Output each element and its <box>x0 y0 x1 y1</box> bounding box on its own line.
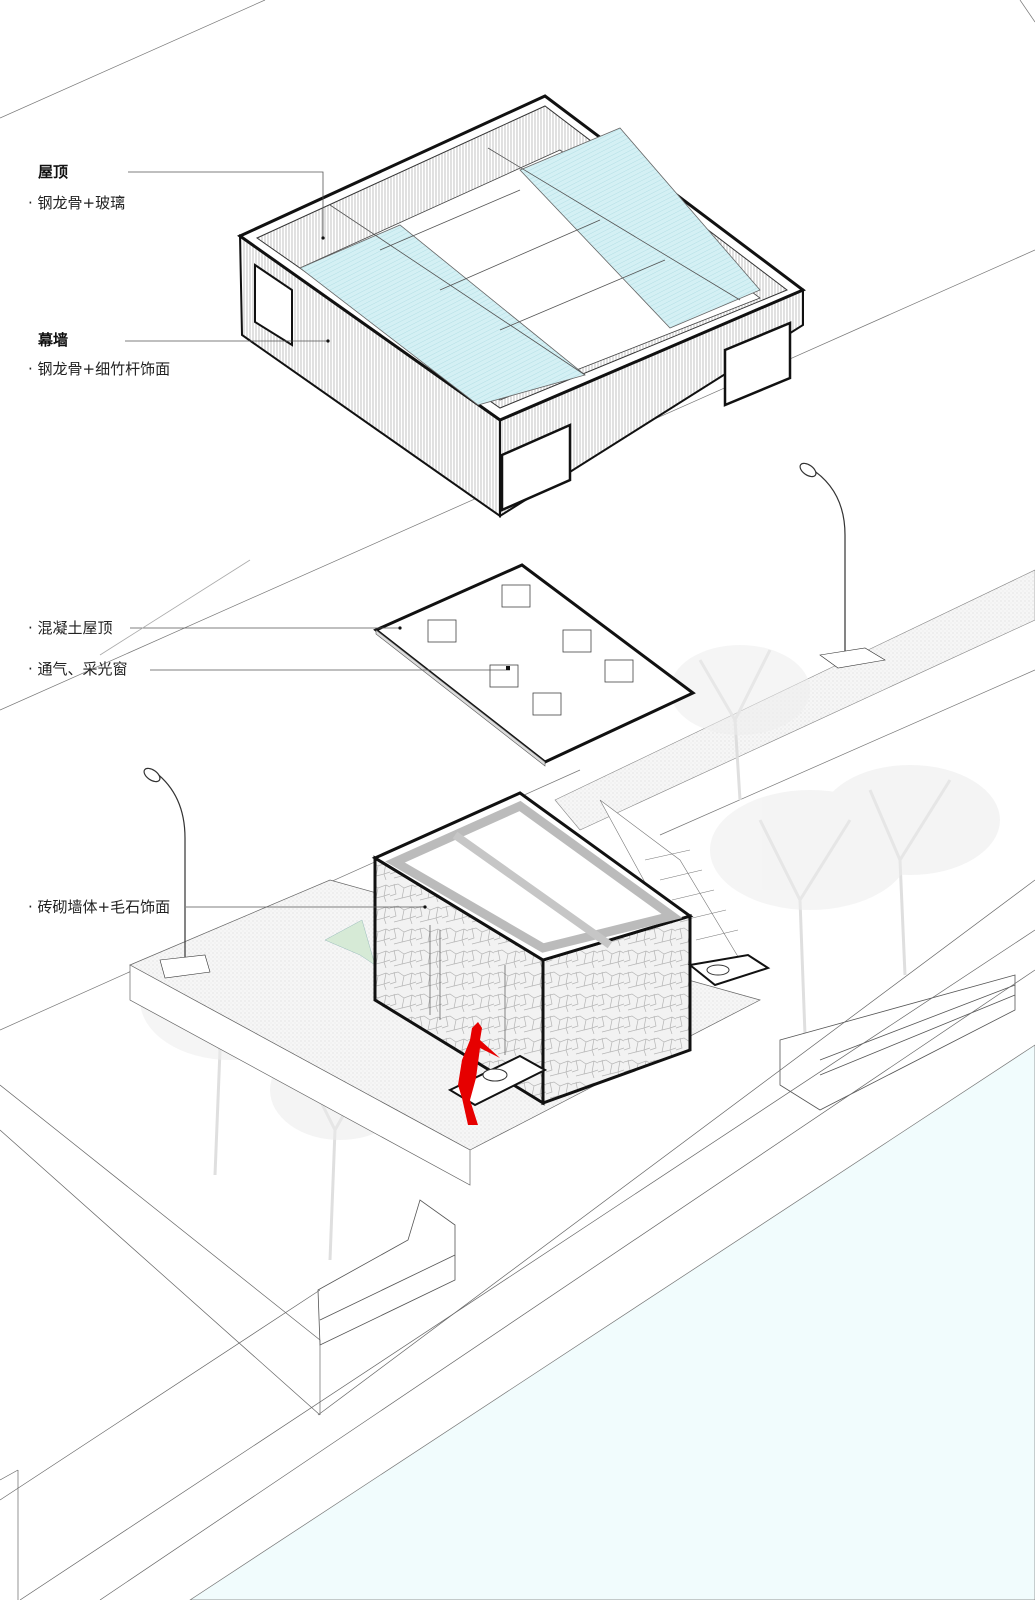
water-body <box>189 1044 1035 1600</box>
glass-panel <box>519 127 761 329</box>
person-figure-icon <box>458 1022 500 1125</box>
label-roof-desc: · 钢龙骨+玻璃 <box>28 194 126 212</box>
railing <box>317 1199 456 1346</box>
railing <box>779 974 1016 1111</box>
label-roof-title: 屋顶 <box>38 163 69 181</box>
label-curtain-wall-title: 幕墙 <box>38 331 69 349</box>
label-skylight: · 通气、采光窗 <box>28 660 128 678</box>
label-concrete-roof: · 混凝土屋顶 <box>28 619 113 637</box>
skylight-icon <box>427 584 634 716</box>
concrete-roof-layer <box>373 563 696 767</box>
street-lamp-icon <box>799 462 886 669</box>
canopy-layer <box>237 94 806 518</box>
label-curtain-wall-desc: · 钢龙骨+细竹杆饰面 <box>28 360 171 378</box>
street-lamp-icon <box>143 767 211 979</box>
leader-lines <box>99 171 510 908</box>
label-masonry-wall: · 砖砌墙体+毛石饰面 <box>28 898 171 916</box>
